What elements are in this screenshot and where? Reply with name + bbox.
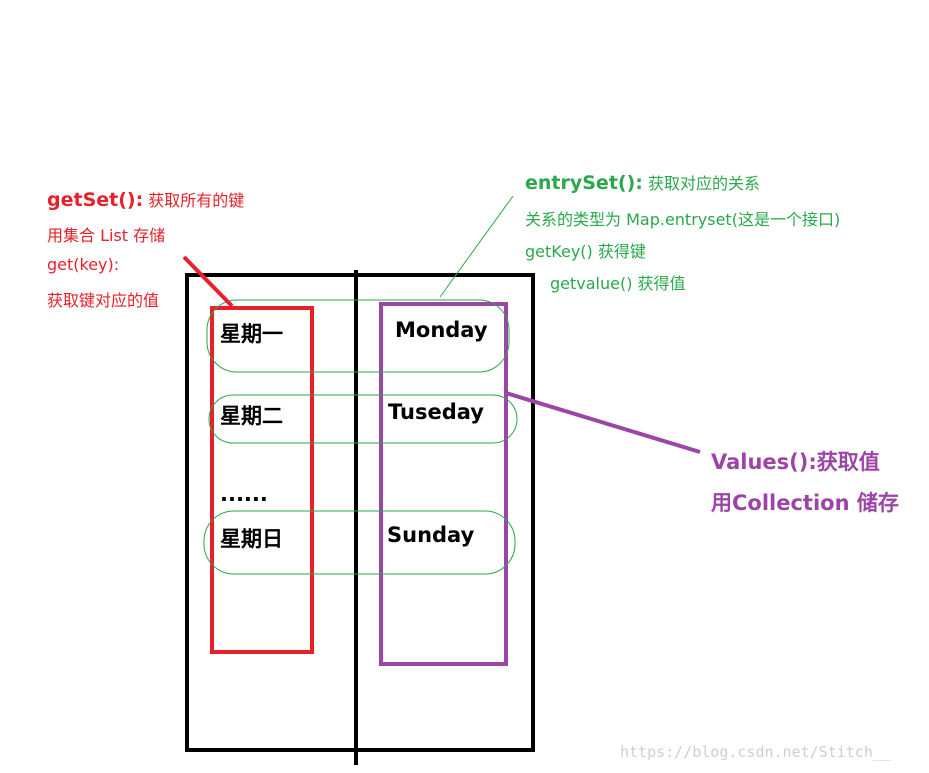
values-box (379, 302, 508, 666)
getset-line-value: 获取键对应的值 (47, 291, 160, 310)
key-set-box (210, 306, 314, 654)
entryset-annotation: entrySet(): 获取对应的关系 (525, 170, 760, 194)
value-cell-1: Monday (395, 318, 488, 342)
entryset-connector (439, 195, 514, 298)
getset-title: getSet(): (47, 189, 144, 211)
getset-line-get: get(key): (47, 255, 120, 274)
entry-ellipse-monday (206, 299, 510, 373)
values-connector (505, 391, 701, 454)
entryset-title: entrySet(): (525, 172, 643, 194)
key-cell-1: 星期一 (220, 322, 283, 346)
watermark: https://blog.csdn.net/Stitch__ (620, 743, 891, 761)
entry-ellipse-sunday (203, 510, 516, 575)
entry-ellipse-tuesday (208, 394, 518, 444)
values-title: Values():获取值 (711, 450, 880, 474)
values-storage: 用Collection 储存 (711, 491, 899, 515)
getset-annotation: getSet(): 获取所有的键 (47, 187, 244, 211)
map-outer-box (185, 273, 535, 752)
value-cell-4: Sunday (387, 523, 475, 547)
entryset-line-getvalue: getvalue() 获得值 (550, 274, 686, 293)
entryset-line-getkey: getKey() 获得键 (525, 242, 646, 261)
getset-title-desc: 获取所有的键 (143, 191, 245, 210)
entryset-title-desc: 获取对应的关系 (642, 174, 760, 193)
key-cell-2: 星期二 (220, 404, 283, 428)
entryset-line-type: 关系的类型为 Map.entryset(这是一个接口) (525, 210, 841, 229)
key-cell-4: 星期日 (220, 527, 283, 551)
getset-connector (182, 255, 234, 308)
getset-line-list: 用集合 List 存储 (47, 226, 166, 245)
value-cell-2: Tuseday (388, 400, 484, 424)
key-cell-ellipsis: ...... (220, 482, 268, 506)
